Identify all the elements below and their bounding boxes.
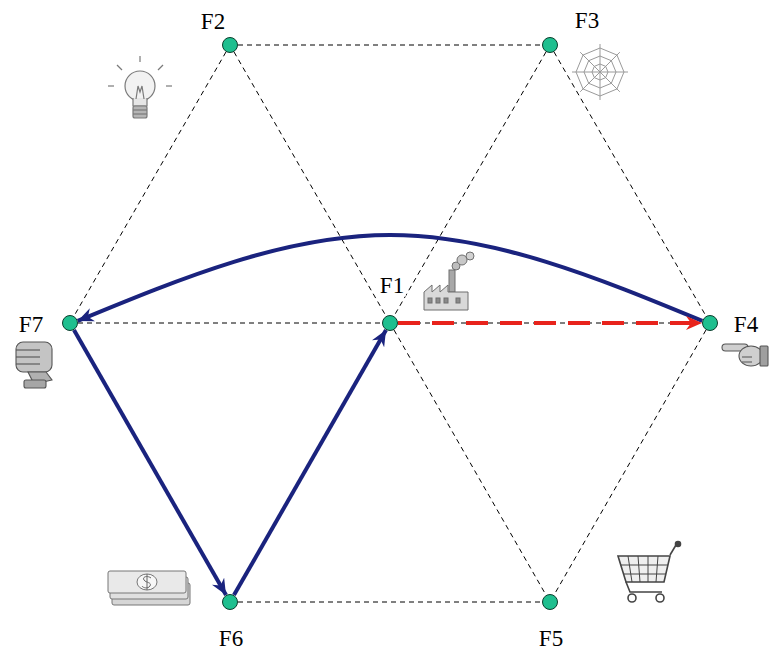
lattice-line xyxy=(74,330,226,595)
lattice-line xyxy=(554,330,706,595)
node-label: F3 xyxy=(573,9,601,32)
node-dot: F1 xyxy=(382,315,398,331)
dashed-arrow xyxy=(398,321,702,325)
node-dot: F4 xyxy=(702,315,718,331)
node-dot: F2 xyxy=(222,37,238,53)
lattice-line xyxy=(394,330,546,595)
lattice-line xyxy=(238,45,542,46)
lattice-line xyxy=(394,52,546,316)
spiderweb-icon xyxy=(572,44,628,100)
node-dot: F6 xyxy=(222,594,238,610)
node-label: F7 xyxy=(17,313,45,336)
lightbulb-icon xyxy=(108,56,172,118)
flow-arrow-curved xyxy=(78,235,703,321)
node-dot: F3 xyxy=(542,37,558,53)
node-label: F1 xyxy=(378,274,406,297)
factory-icon xyxy=(424,252,474,310)
node-dot: F5 xyxy=(542,594,558,610)
flow-arrow xyxy=(74,330,226,595)
lattice-line xyxy=(238,602,542,603)
lattice-line xyxy=(234,52,386,316)
node-label: F5 xyxy=(537,627,565,650)
lattice-line xyxy=(74,52,226,316)
node-label: F6 xyxy=(217,627,245,650)
node-dot: F7 xyxy=(62,315,78,331)
money-icon xyxy=(108,571,190,605)
fist-icon xyxy=(16,342,52,388)
lattice-line xyxy=(398,323,702,324)
lattice-line xyxy=(78,323,382,324)
node-label: F2 xyxy=(199,10,227,33)
pointing-hand-icon xyxy=(722,344,768,366)
lattice-line xyxy=(554,52,706,316)
node-label: F4 xyxy=(732,313,760,336)
cart-icon xyxy=(618,542,681,603)
lattice-line xyxy=(234,330,386,595)
flow-arrow xyxy=(234,330,386,595)
